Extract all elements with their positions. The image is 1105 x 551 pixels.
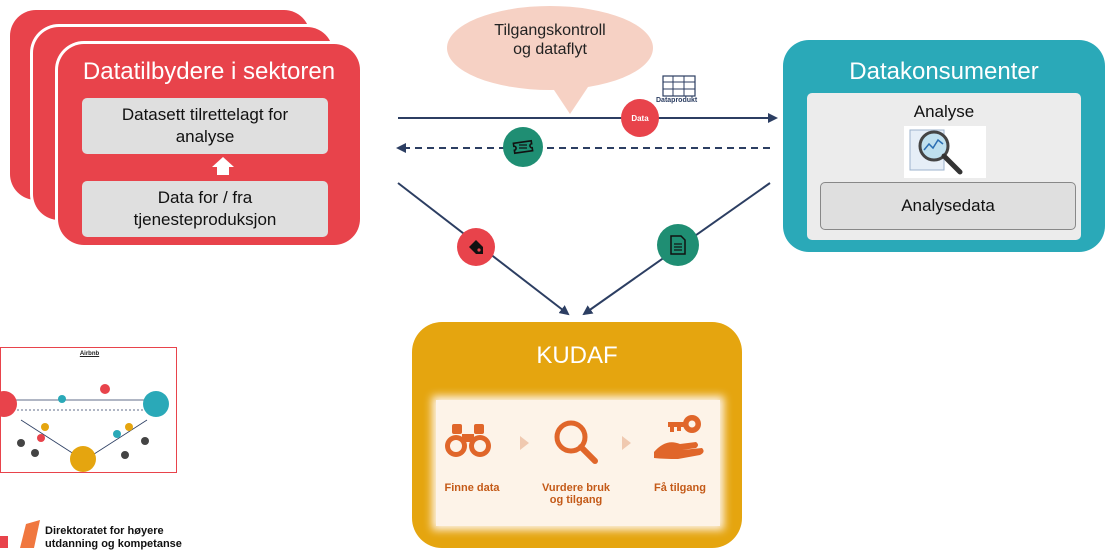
access-bubble-line1: Tilgangskontroll — [494, 22, 606, 39]
data-badge: Data — [621, 99, 659, 137]
step-label-tilgang-line1: Få tilgang — [654, 482, 706, 494]
consumer-title: Datakonsumenter — [849, 58, 1039, 85]
step-label-vurdere-line1: Vurdere bruk — [541, 482, 611, 494]
step-label-finne: Finne data — [432, 482, 512, 494]
ticket-icon — [512, 139, 534, 155]
up-arrow-stem — [217, 167, 229, 175]
ticket-badge — [503, 127, 543, 167]
hkdir-logo-icon — [0, 520, 40, 548]
logo-text-line1: Direktoratet for høyere — [45, 525, 164, 537]
tag-badge — [457, 228, 495, 266]
document-icon — [670, 235, 686, 255]
magnifier-chart-icon — [909, 129, 963, 175]
magnifier-icon — [554, 420, 598, 464]
kudaf-steps-area: Finne data Vurdere bruk og tilgang Få ti… — [436, 400, 720, 526]
up-arrow-icon — [212, 157, 234, 167]
key-hand-icon — [654, 415, 704, 459]
consumer-panel: Datakonsumenter Analyse Analysedata — [783, 40, 1105, 252]
table-grid-icon — [662, 75, 696, 97]
analyse-box: Analyse Analysedata — [807, 93, 1081, 240]
price-tag-icon — [469, 240, 483, 254]
analysedata-box: Analysedata — [820, 182, 1076, 230]
source-box: Data for / fra tjenesteproduksjon — [82, 181, 328, 237]
step-arrow-1 — [520, 436, 529, 450]
access-bubble-shape — [447, 6, 653, 114]
step-label-tilgang: Få tilgang — [640, 482, 720, 494]
step-label-vurdere-line2: og tilgang — [549, 494, 603, 506]
logo-text: Direktoratet for høyere utdanning og kom… — [45, 525, 182, 551]
step-label-finne-line1: Finne data — [444, 482, 500, 494]
binoculars-icon — [445, 424, 491, 457]
analyse-image — [904, 126, 986, 178]
thumbnail-title: Airbnb — [79, 351, 100, 357]
document-badge — [657, 224, 699, 266]
provider-title: Datatilbydere i sektoren — [82, 58, 336, 85]
step-label-vurdere: Vurdere bruk og tilgang — [534, 482, 618, 506]
dataprodukt-label: Dataprodukt — [656, 97, 698, 104]
analyse-label: Analyse — [913, 102, 975, 121]
kudaf-panel: KUDAF Finne data — [412, 322, 742, 548]
logo-text-line2: utdanning og kompetanse — [45, 538, 182, 550]
kudaf-title: KUDAF — [536, 342, 618, 369]
thumbnail-diagram — [1, 384, 169, 472]
airbnb-thumbnail: Airbnb — [0, 347, 177, 473]
access-bubble-text: Tilgangskontroll og dataflyt — [460, 21, 640, 59]
step-arrow-2 — [622, 436, 631, 450]
data-badge-label: Data — [631, 113, 649, 123]
access-bubble-line2: og dataflyt — [513, 41, 587, 58]
dataset-box: Datasett tilrettelagt for analyse — [82, 98, 328, 154]
provider-panel: Datatilbydere i sektoren Datasett tilret… — [58, 44, 360, 245]
